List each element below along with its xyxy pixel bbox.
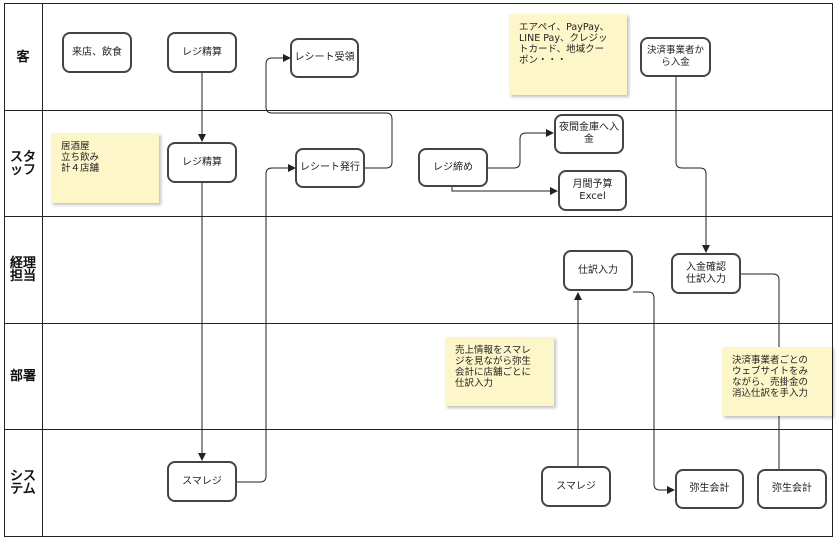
lane-label-accounting: 経理担当: [9, 256, 36, 284]
node-receipt-hakko: レシート発行: [295, 148, 365, 188]
edge-smaregi-to-receipt-hakko: [237, 164, 296, 483]
node-shiwake-nyuryoku: 仕訳入力: [563, 250, 633, 291]
edge-receipt-hakko-to-juryo: [265, 54, 393, 169]
node-reji-seisan-staff: レジ精算: [167, 142, 237, 183]
edge-kessai-to-nyukin-kakunin: [675, 77, 710, 253]
lane-label-customer: 客: [16, 49, 30, 65]
edge-reji-jime-to-yakan-kinko: [488, 129, 554, 169]
node-yayoi-2: 弥生会計: [757, 469, 827, 509]
note-kessai-entry: 決済事業者ごとの ウェブサイトをみ ながら、売掛金の 消込仕訳を手入力: [722, 347, 832, 416]
node-receipt-juryo: レシート受領: [290, 38, 359, 78]
node-kessai-nyukin: 決済事業者から入金: [640, 37, 711, 77]
node-smaregi-1: スマレジ: [167, 461, 237, 502]
edge-reji-jime-to-getsukan-yosan: [451, 187, 558, 195]
edge-shiwake-to-yayoi: [633, 291, 675, 494]
diagram-frame: [4, 3, 833, 537]
edge-nyukin-kakunin-to-yayoi: [741, 273, 783, 498]
node-smaregi-2: スマレジ: [541, 466, 611, 507]
node-yakan-kinko: 夜間金庫へ入金: [554, 114, 624, 154]
node-nyukin-kakunin: 入金確認 仕訳入力: [671, 253, 741, 294]
lane-label-staff: スタッフ: [9, 149, 36, 178]
note-sales-entry: 売上情報をスマレ ジを見ながら弥生 会計に店舗ごとに 仕訳入力: [445, 337, 554, 406]
lane-label-department: 部署: [9, 369, 36, 384]
note-payment-methods: エアペイ、PayPay、 LINE Pay、クレジッ トカード、地域クー ポン・…: [509, 14, 627, 95]
node-yayoi-1: 弥生会計: [675, 469, 744, 509]
node-reji-jime: レジ締め: [418, 148, 488, 187]
node-reji-seisan-customer: レジ精算: [167, 32, 237, 73]
node-getsukan-yosan: 月間予算 Excel: [558, 170, 627, 211]
lane-label-system: システム: [9, 469, 36, 497]
note-store-types: 居酒屋 立ち飲み 計４店舗: [51, 133, 159, 203]
node-raiten: 来店、飲食: [62, 32, 132, 73]
